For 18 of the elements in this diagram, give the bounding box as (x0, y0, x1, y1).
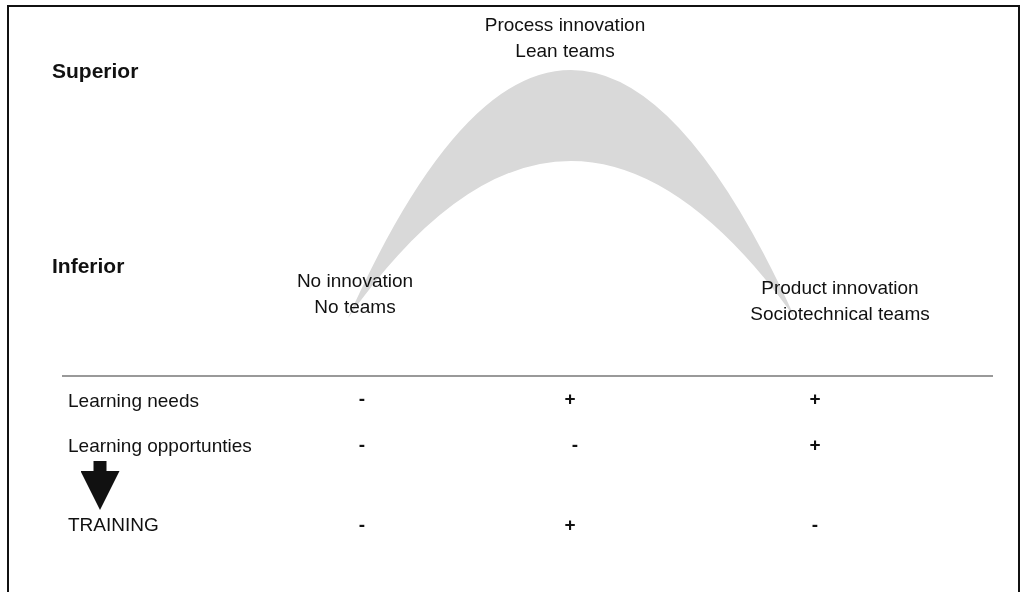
table-cell-text: + (809, 433, 821, 457)
axis-label: Superior (52, 58, 139, 84)
table-cell-text: + (564, 513, 576, 537)
category-label: No innovation No teams (295, 269, 415, 319)
row-label: Learning needs (68, 389, 199, 413)
table-cell-text: - (358, 513, 366, 537)
axis-label: Process innovation Lean teams (483, 13, 647, 63)
table-cell-text: + (809, 387, 821, 411)
table-cell-text: - (358, 433, 366, 457)
table-cell-text: + (564, 387, 576, 411)
table-cell-text: - (358, 387, 366, 411)
row-label: TRAINING (68, 512, 159, 538)
category-label: Product innovation Sociotechnical teams (749, 276, 931, 326)
table-cell-text: - (811, 513, 819, 537)
table-cell-text: - (571, 433, 579, 457)
row-label: Learning opportunties (68, 433, 252, 459)
axis-label: Inferior (52, 253, 125, 279)
arrow (80, 461, 120, 510)
